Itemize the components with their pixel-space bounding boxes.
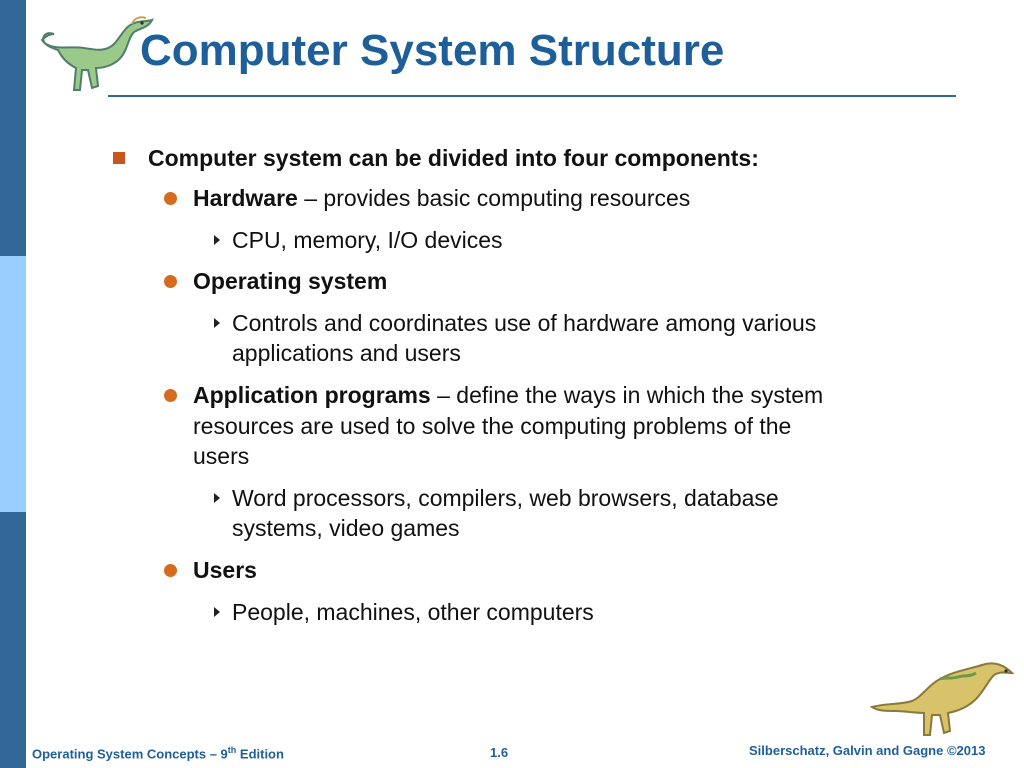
apps-line3: users (193, 443, 250, 469)
apps-item: Application programs – define the ways i… (193, 381, 823, 409)
intro-text: Computer system can be divided into four… (148, 145, 759, 171)
arrow-bullet-icon (214, 493, 220, 503)
os-sub-line1: Controls and coordinates use of hardware… (232, 310, 817, 336)
circle-bullet-icon (164, 564, 177, 577)
os-sub-line2: applications and users (232, 340, 461, 366)
footer-authors: Silberschatz, Galvin and Gagne ©2013 (749, 743, 986, 758)
sidebar-stripe-top (0, 0, 26, 256)
hardware-desc: – provides basic computing resources (297, 185, 691, 211)
footer-book-title-suffix: Edition (236, 746, 284, 762)
footer-book-title-sup: th (227, 745, 237, 755)
square-bullet-icon (113, 152, 125, 164)
footer-book-title: Operating System Concepts – 9th Edition (32, 745, 284, 761)
sidebar-stripe-middle (0, 256, 26, 512)
hardware-sub: CPU, memory, I/O devices (232, 227, 503, 253)
title-divider (108, 95, 956, 97)
arrow-bullet-icon (214, 235, 220, 245)
apps-line2: resources are used to solve the computin… (193, 413, 792, 439)
apps-sub-line1: Word processors, compilers, web browsers… (232, 485, 779, 511)
footer-page-number: 1.6 (490, 745, 509, 760)
footer-book-title-main: Operating System Concepts – 9 (32, 746, 228, 762)
apps-sub-line2: systems, video games (232, 515, 460, 541)
arrow-bullet-icon (214, 318, 220, 328)
hardware-term: Hardware (193, 185, 298, 211)
circle-bullet-icon (164, 275, 177, 288)
users-term: Users (193, 557, 257, 583)
apps-term: Application programs (193, 382, 431, 408)
users-sub: People, machines, other computers (232, 599, 594, 625)
arrow-bullet-icon (214, 607, 220, 617)
hardware-item: Hardware – provides basic computing reso… (193, 184, 690, 212)
sidebar-stripe-bottom (0, 512, 26, 768)
dinosaur-icon (40, 16, 154, 91)
circle-bullet-icon (164, 192, 177, 205)
page-title: Computer System Structure (140, 26, 725, 75)
circle-bullet-icon (164, 389, 177, 402)
os-term: Operating system (193, 268, 388, 294)
dinosaur-icon (869, 662, 1015, 736)
apps-desc: – define the ways in which the system (430, 382, 824, 408)
